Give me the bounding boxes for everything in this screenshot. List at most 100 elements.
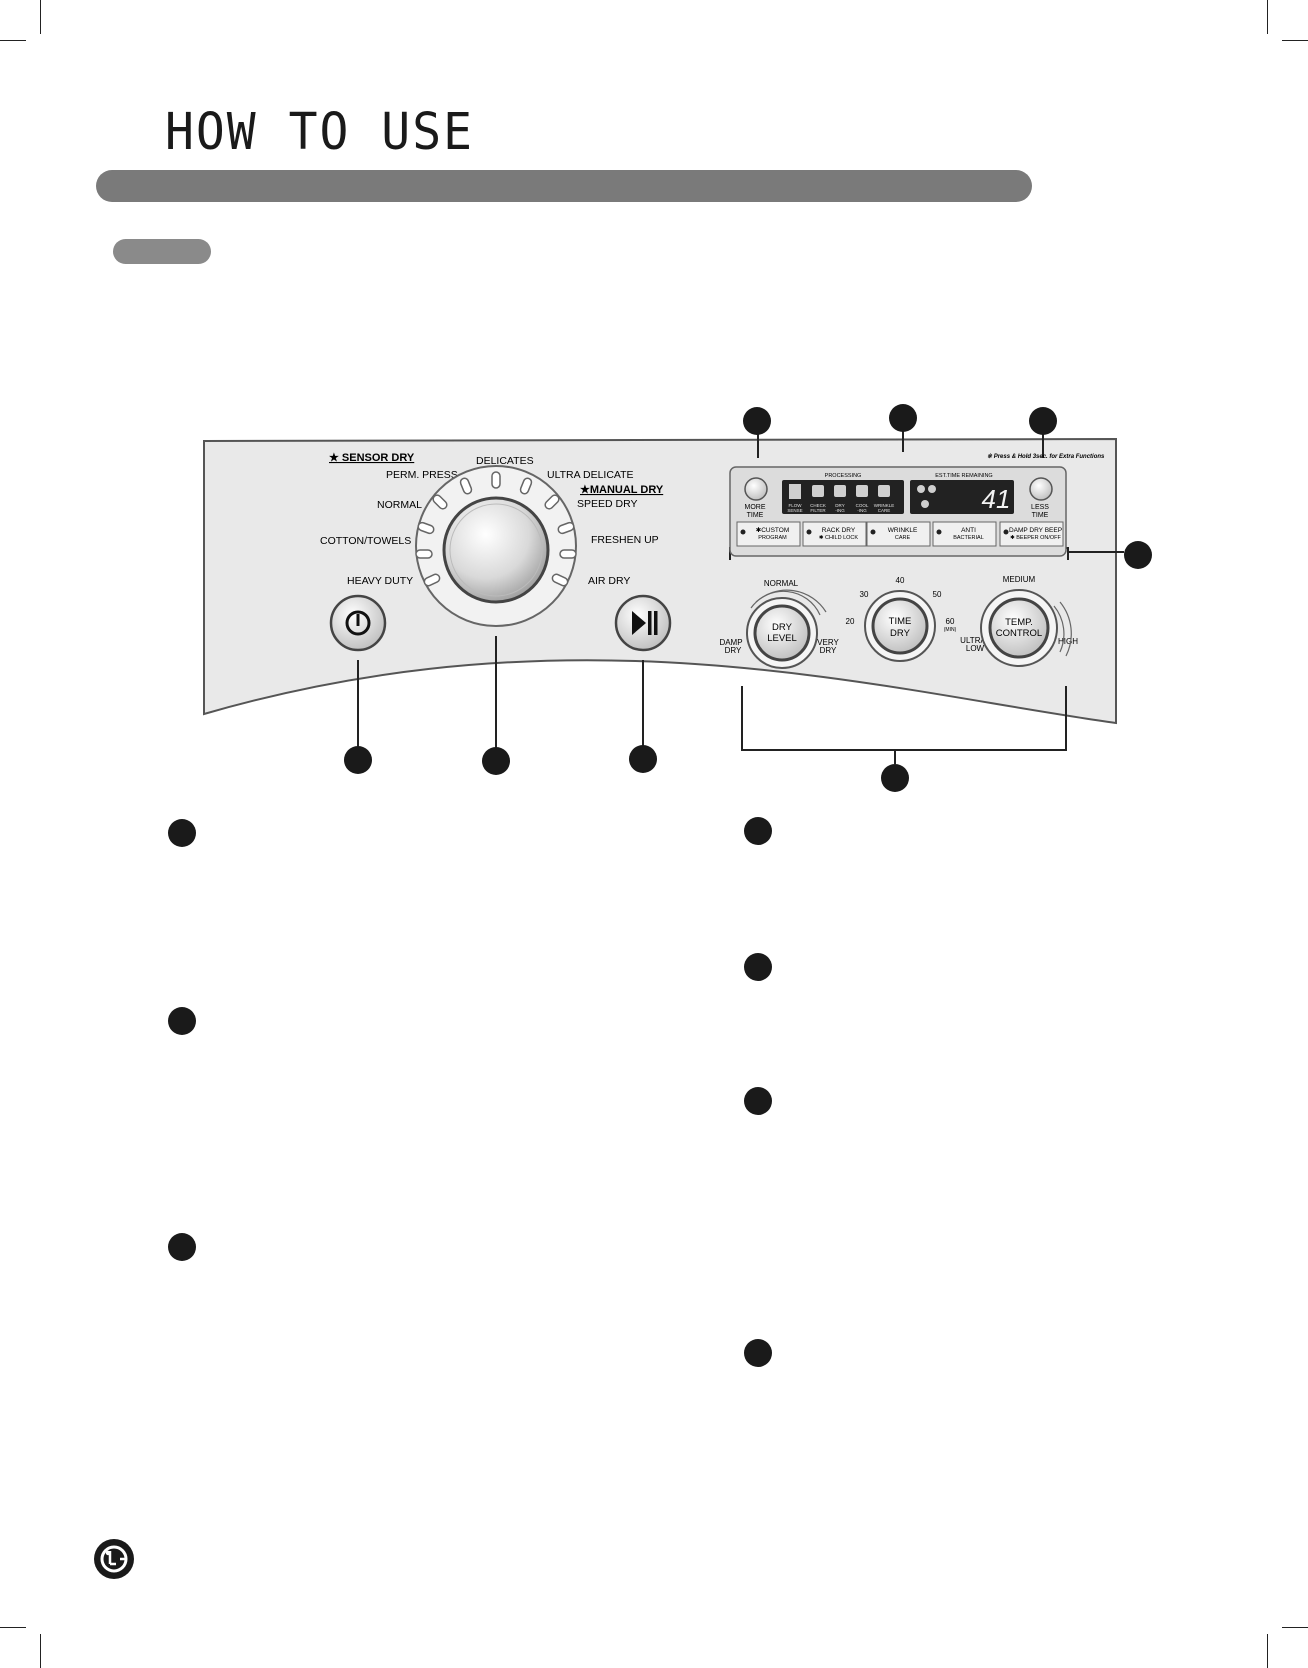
cycle-speed-dry: SPEED DRY	[577, 498, 638, 510]
svg-text:MEDIUM: MEDIUM	[1003, 575, 1036, 584]
section-pill	[113, 239, 211, 264]
svg-text:LOW: LOW	[966, 644, 985, 653]
crop-mark	[40, 1634, 41, 1668]
svg-text:HIGH: HIGH	[1058, 637, 1078, 646]
cycle-ultra-delicate: ULTRA DELICATE	[547, 469, 634, 481]
callout-diagram	[1124, 541, 1152, 569]
option-indicator-light	[740, 529, 746, 535]
cycle-freshen-up: FRESHEN UP	[591, 534, 659, 546]
callout-section	[744, 817, 772, 845]
cycle-indicator-lights	[415, 471, 577, 587]
crop-mark	[40, 0, 41, 34]
less-time-button	[1029, 477, 1053, 501]
option-indicator-light	[1003, 529, 1009, 535]
option-button[interactable]: RACK DRY✱ CHILD LOCK	[802, 521, 867, 547]
callout-diagram	[482, 747, 510, 775]
option-button[interactable]: DAMP DRY BEEP✱ BEEPER ON/OFF	[999, 521, 1064, 547]
callout-diagram	[1029, 407, 1057, 435]
svg-text:ULTRA: ULTRA	[960, 636, 986, 645]
callout-diagram	[743, 407, 771, 435]
crop-mark	[0, 1627, 26, 1628]
stage-label: WRINKLE	[874, 503, 895, 508]
svg-text:60: 60	[946, 617, 955, 626]
svg-text:DRY: DRY	[820, 646, 837, 655]
svg-text:DAMP: DAMP	[719, 638, 742, 647]
time-digits: 41	[982, 484, 1011, 514]
svg-text:TIME: TIME	[1032, 512, 1049, 519]
svg-text:VERY: VERY	[817, 638, 839, 647]
cycle-delicates: DELICATES	[476, 455, 534, 467]
svg-text:TIME: TIME	[889, 616, 912, 627]
stage-label: CHECK	[810, 503, 826, 508]
svg-text:(MIN): (MIN)	[944, 627, 957, 633]
crop-mark	[1282, 1627, 1308, 1628]
svg-text:DRY: DRY	[890, 628, 911, 639]
crop-mark	[1267, 1634, 1268, 1668]
svg-text:NORMAL: NORMAL	[764, 579, 799, 588]
page-title: HOW TO USE	[165, 102, 474, 162]
processing-label: PROCESSING	[825, 473, 862, 479]
callout-section	[744, 1339, 772, 1367]
cycle-heavy-duty: HEAVY DUTY	[347, 575, 413, 587]
option-label: ✱ CHILD LOCK	[819, 534, 858, 541]
option-label: ANTI	[961, 527, 976, 534]
bracket	[741, 686, 1067, 751]
svg-text:DRY: DRY	[772, 622, 793, 633]
callout-diagram	[889, 404, 917, 432]
svg-text:LESS: LESS	[1031, 504, 1049, 511]
cycle-air-dry: AIR DRY	[588, 575, 630, 587]
stage-label: DRY	[835, 503, 844, 508]
callout-diagram	[629, 745, 657, 773]
lg-logo-icon	[94, 1539, 134, 1579]
svg-text:LEVEL: LEVEL	[767, 633, 797, 644]
press-hold-note: ※ Press & Hold 3sec. for Extra Functions	[987, 453, 1105, 460]
crop-mark	[1282, 40, 1308, 41]
stage-label: SENSE	[787, 508, 802, 513]
stage-label: FLOW	[789, 503, 803, 508]
svg-text:20: 20	[846, 617, 855, 626]
sensor-dry-label: ★ SENSOR DRY	[329, 452, 415, 464]
option-indicator-light	[806, 529, 812, 535]
option-label: DAMP DRY BEEP	[1009, 527, 1062, 534]
manual-dry-label: ★MANUAL DRY	[580, 484, 664, 496]
cycle-knob	[442, 496, 550, 604]
svg-text:TIME: TIME	[747, 512, 764, 519]
stage-label: -ING	[835, 508, 845, 513]
stage-label: -ING	[857, 508, 867, 513]
option-label: PROGRAM	[758, 535, 787, 541]
stage-labels: FLOWSENSECHECKFILTERDRY-INGCOOL-INGWRINK…	[787, 503, 894, 513]
callout-section	[168, 1007, 196, 1035]
stage-label: COOL	[856, 503, 869, 508]
option-label: WRINKLE	[888, 527, 918, 534]
title-bar	[96, 170, 1032, 202]
cycle-normal: NORMAL	[377, 499, 422, 511]
svg-text:50: 50	[933, 590, 942, 599]
crop-mark	[0, 40, 26, 41]
callout-section	[168, 819, 196, 847]
svg-text:40: 40	[896, 576, 905, 585]
option-label: RACK DRY	[822, 527, 856, 534]
option-indicator-light	[936, 529, 942, 535]
stage-label: CARE	[878, 508, 891, 513]
svg-text:DRY: DRY	[725, 646, 742, 655]
svg-text:MORE: MORE	[745, 504, 766, 511]
callout-section	[744, 1087, 772, 1115]
option-indicator-light	[870, 529, 876, 535]
callout-section	[744, 953, 772, 981]
est-time-label: EST.TIME REMAINING	[935, 473, 992, 479]
svg-text:CONTROL: CONTROL	[996, 628, 1042, 639]
control-panel-illustration: ★ SENSOR DRY ★MANUAL DRY ※ Press & Hold …	[203, 424, 1124, 764]
option-label: CARE	[895, 535, 911, 541]
callout-diagram	[344, 746, 372, 774]
option-label: ✱CUSTOM	[756, 526, 790, 534]
svg-text:30: 30	[860, 590, 869, 599]
svg-text:TEMP.: TEMP.	[1005, 617, 1033, 628]
option-label: BACTERIAL	[953, 535, 984, 541]
callout-diagram	[881, 764, 909, 792]
cycle-perm-press: PERM. PRESS	[386, 469, 458, 481]
cycle-cotton-towels: COTTON/TOWELS	[320, 535, 411, 547]
